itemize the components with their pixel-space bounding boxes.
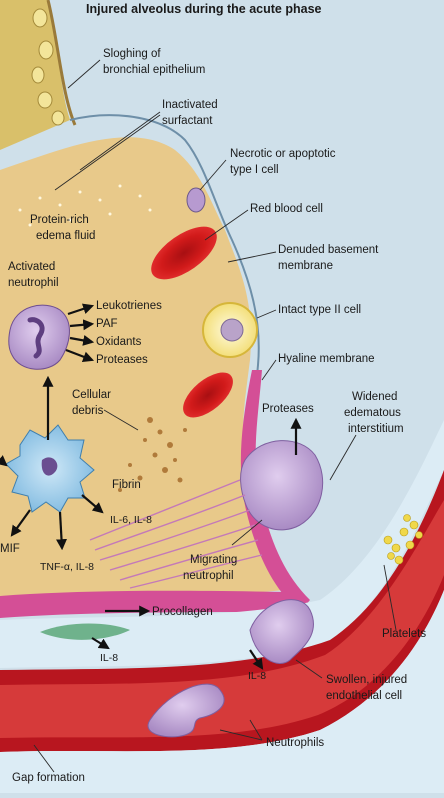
vessel-neutrophil	[147, 683, 225, 738]
label-necrotic-1: Necrotic or apoptotic	[230, 148, 336, 160]
red-blood-cell	[151, 226, 217, 280]
label-paf: PAF	[96, 318, 118, 330]
label-neutrophils: Neutrophils	[266, 737, 324, 749]
alveolar-macrophage	[5, 424, 95, 513]
label-surfactant-2: surfactant	[162, 115, 213, 127]
fibroblast-cell	[40, 623, 130, 640]
migrating-neutrophil-cell	[240, 440, 324, 531]
label-necrotic-2: type I cell	[230, 164, 279, 176]
label-fibrin: Fibrin	[112, 479, 141, 491]
label-debris-2: debris	[72, 405, 104, 417]
label-tnf-il8: TNF-α, IL-8	[40, 561, 94, 573]
label-migrating-1: Migrating	[190, 554, 237, 566]
label-protein-edema-2: edema fluid	[36, 230, 95, 242]
intact-type2-cell	[202, 302, 258, 358]
label-oxidants: Oxidants	[96, 336, 142, 348]
platelets-cluster	[383, 514, 423, 565]
label-sloughing-2: bronchial epithelium	[103, 64, 205, 76]
label-hyaline-membrane: Hyaline membrane	[278, 353, 375, 365]
label-denuded-2: membrane	[278, 260, 333, 272]
label-procollagen: Procollagen	[152, 606, 213, 618]
label-leukotrienes: Leukotrienes	[96, 300, 162, 312]
label-activated-neutrophil-1: Activated	[8, 261, 55, 273]
fibrin-strands	[89, 479, 263, 589]
label-activated-neutrophil-2: neutrophil	[8, 277, 59, 289]
label-il8-left: IL-8	[100, 652, 118, 664]
label-swollen-1: Swollen, injured	[326, 674, 407, 686]
label-widened-3: interstitium	[348, 423, 404, 435]
red-blood-cell-2	[183, 372, 233, 418]
surfactant-dots	[18, 184, 152, 227]
diagram-title: Injured alveolus during the acute phase	[86, 2, 322, 16]
label-proteases-left: Proteases	[96, 354, 148, 366]
label-il8-vessel: IL-8	[248, 670, 266, 682]
label-denuded-1: Denuded basement	[278, 244, 379, 256]
necrotic-type1-cell	[186, 187, 206, 213]
label-proteases-right: Proteases	[262, 403, 314, 415]
label-swollen-2: endothelial cell	[326, 690, 402, 702]
label-widened-2: edematous	[344, 407, 401, 419]
label-widened-1: Widened	[352, 391, 397, 403]
label-debris-1: Cellular	[72, 389, 111, 401]
label-platelets: Platelets	[382, 628, 426, 640]
label-gap-formation: Gap formation	[12, 772, 85, 784]
sloughed-cells	[31, 8, 65, 126]
label-red-blood-cell: Red blood cell	[250, 203, 323, 215]
label-surfactant-1: Inactivated	[162, 99, 218, 111]
label-mif: MIF	[0, 543, 20, 555]
mediator-arrows	[0, 303, 302, 670]
label-protein-edema-1: Protein-rich	[30, 214, 89, 226]
label-sloughing-1: Sloghing of	[103, 48, 161, 60]
leader-lines	[33, 59, 397, 773]
cellular-debris	[118, 417, 187, 492]
swollen-neutrophil	[249, 599, 314, 664]
label-migrating-2: neutrophil	[183, 570, 234, 582]
label-il6-il8: IL-6, IL-8	[110, 514, 152, 526]
label-intact-type2: Intact type II cell	[278, 304, 361, 316]
